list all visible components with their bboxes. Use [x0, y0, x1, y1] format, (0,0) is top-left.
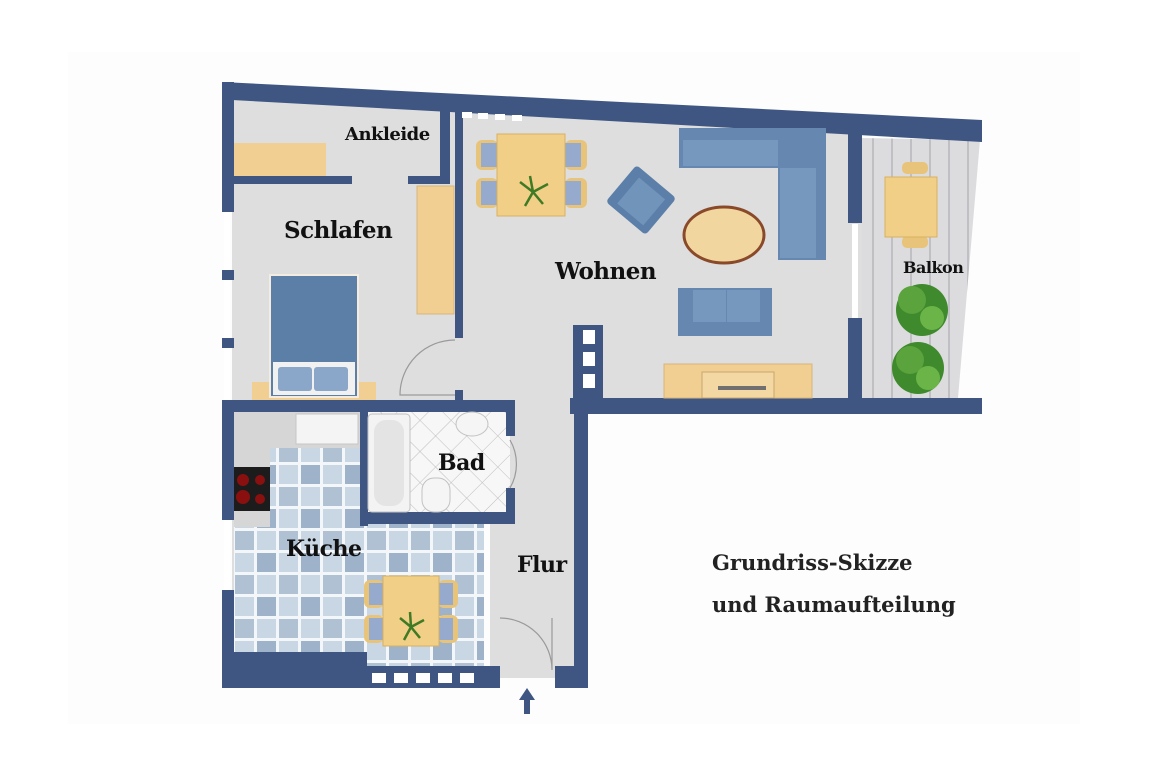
- stove: [234, 467, 270, 511]
- balcony-table: [884, 162, 938, 248]
- walls: [222, 82, 982, 688]
- wardrobe-schlafen: [416, 185, 455, 315]
- bath-fixtures: [367, 411, 489, 513]
- caption-line-1: Grundriss-Skizze: [712, 550, 913, 575]
- kitchen-table: [364, 575, 458, 647]
- wardrobe-ankleide: [234, 143, 326, 176]
- tv-sideboard: [663, 363, 813, 399]
- doors: [399, 339, 553, 671]
- bed: [252, 274, 376, 400]
- armchair: [607, 166, 675, 234]
- room-label-balkon: Balkon: [903, 258, 964, 277]
- arrow-up-icon: [519, 688, 535, 714]
- kitchen-counter: [234, 412, 360, 527]
- windows: [224, 112, 858, 683]
- caption-line-2: und Raumaufteilung: [712, 592, 956, 617]
- dining-table: [476, 133, 587, 217]
- room-label-wohnen: Wohnen: [555, 258, 657, 285]
- room-label-schlafen: Schlafen: [284, 217, 393, 244]
- room-label-bad: Bad: [438, 450, 485, 476]
- coffee-table: [682, 205, 766, 265]
- room-label-flur: Flur: [517, 552, 567, 578]
- caption: Grundriss-Skizze und Raumaufteilung: [712, 542, 956, 626]
- corner-sofa: [679, 128, 826, 260]
- room-label-ankleide: Ankleide: [345, 124, 430, 145]
- balcony-plants: [892, 284, 948, 394]
- room-label-kueche: Küche: [286, 536, 362, 562]
- sofa: [678, 288, 772, 336]
